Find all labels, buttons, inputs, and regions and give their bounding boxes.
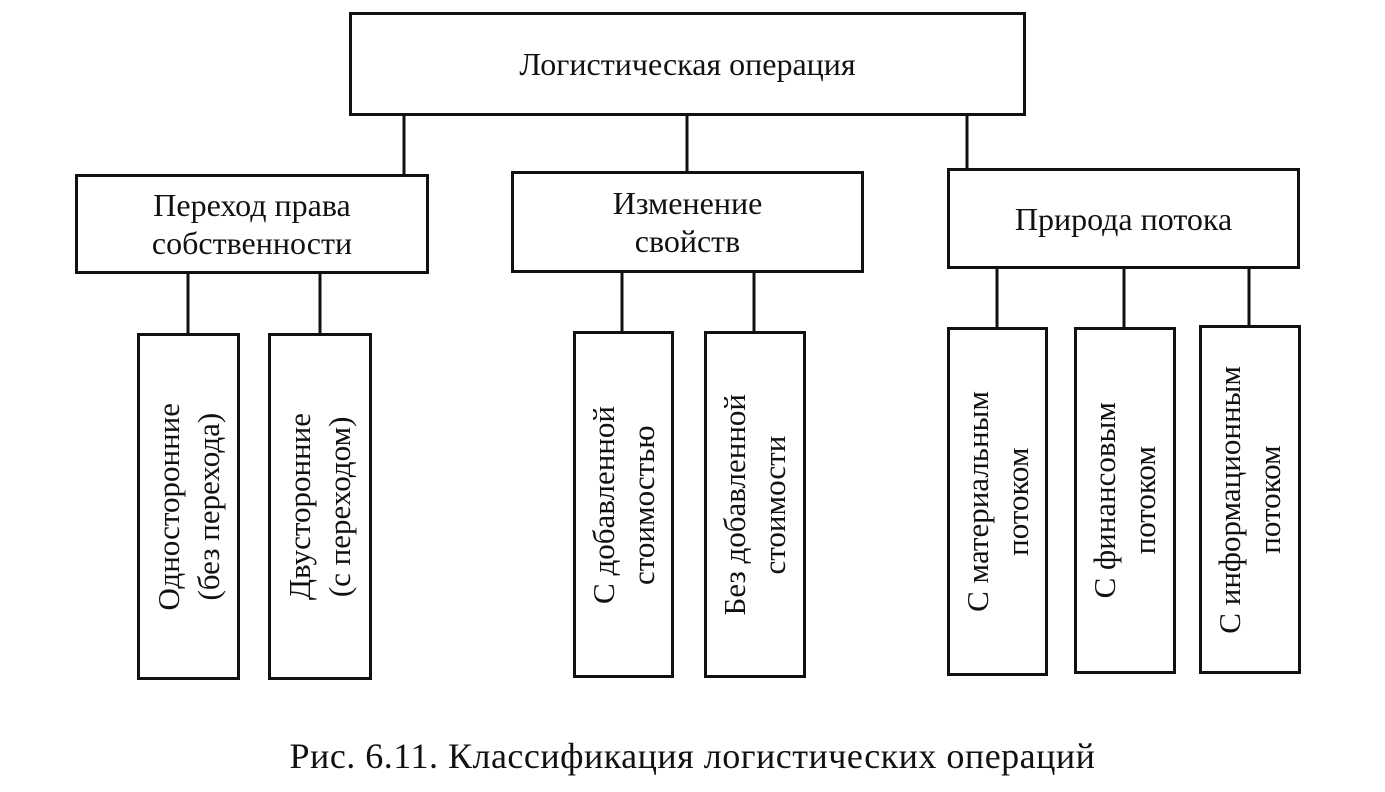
leaf-node-label-line: потоком [1252,445,1287,554]
leaf-node-financial-flow: С финансовым потоком [1074,327,1176,674]
leaf-node-label-line: потоком [999,447,1035,556]
leaf-node-label-line: стоимости [757,435,792,574]
group-node-ownership-transfer: Переход права собственности [75,174,429,274]
leaf-node-information-flow: С информационным потоком [1199,325,1301,674]
leaf-node-label-line: (с переходом) [322,416,357,597]
leaf-node-label-line: С добавленной [585,405,621,604]
figure-caption: Рис. 6.11. Классификация логистических о… [289,736,1096,776]
root-node-label: Логистическая операция [519,46,856,82]
group-node-flow-nature: Природа потока [947,168,1300,269]
group-node-label-line: Природа потока [1014,200,1233,237]
leaf-node-label-line: (без перехода) [190,412,226,601]
leaf-node-one-sided: Односторонние (без перехода) [137,333,240,680]
leaf-node-label-line: С материальным [959,391,995,612]
leaf-node-label-line: Двусторонние [282,412,317,601]
leaf-node-label-line: С информационным [1212,365,1247,634]
leaf-node-label-line: Без добавленной [717,393,752,616]
leaf-node-material-flow: С материальным потоком [947,327,1048,676]
group-node-label-line: собственности [151,225,353,261]
group-node-label-line: Переход права [153,187,351,223]
group-node-label-line: свойств [634,223,741,259]
root-node: Логистическая операция [349,12,1026,116]
group-node-label-line: Изменение [612,185,763,221]
group-node-property-change: Изменение свойств [511,171,864,273]
leaf-node-no-value-added: Без добавленной стоимости [704,331,806,678]
leaf-node-label-line: С финансовым [1087,402,1122,599]
leaf-node-value-added: С добавленной стоимостью [573,331,674,678]
leaf-node-label-line: стоимостью [625,424,661,585]
leaf-node-two-sided: Двусторонние (с переходом) [268,333,372,680]
leaf-node-label-line: потоком [1127,446,1162,555]
leaf-node-label-line: Односторонние [150,402,186,611]
